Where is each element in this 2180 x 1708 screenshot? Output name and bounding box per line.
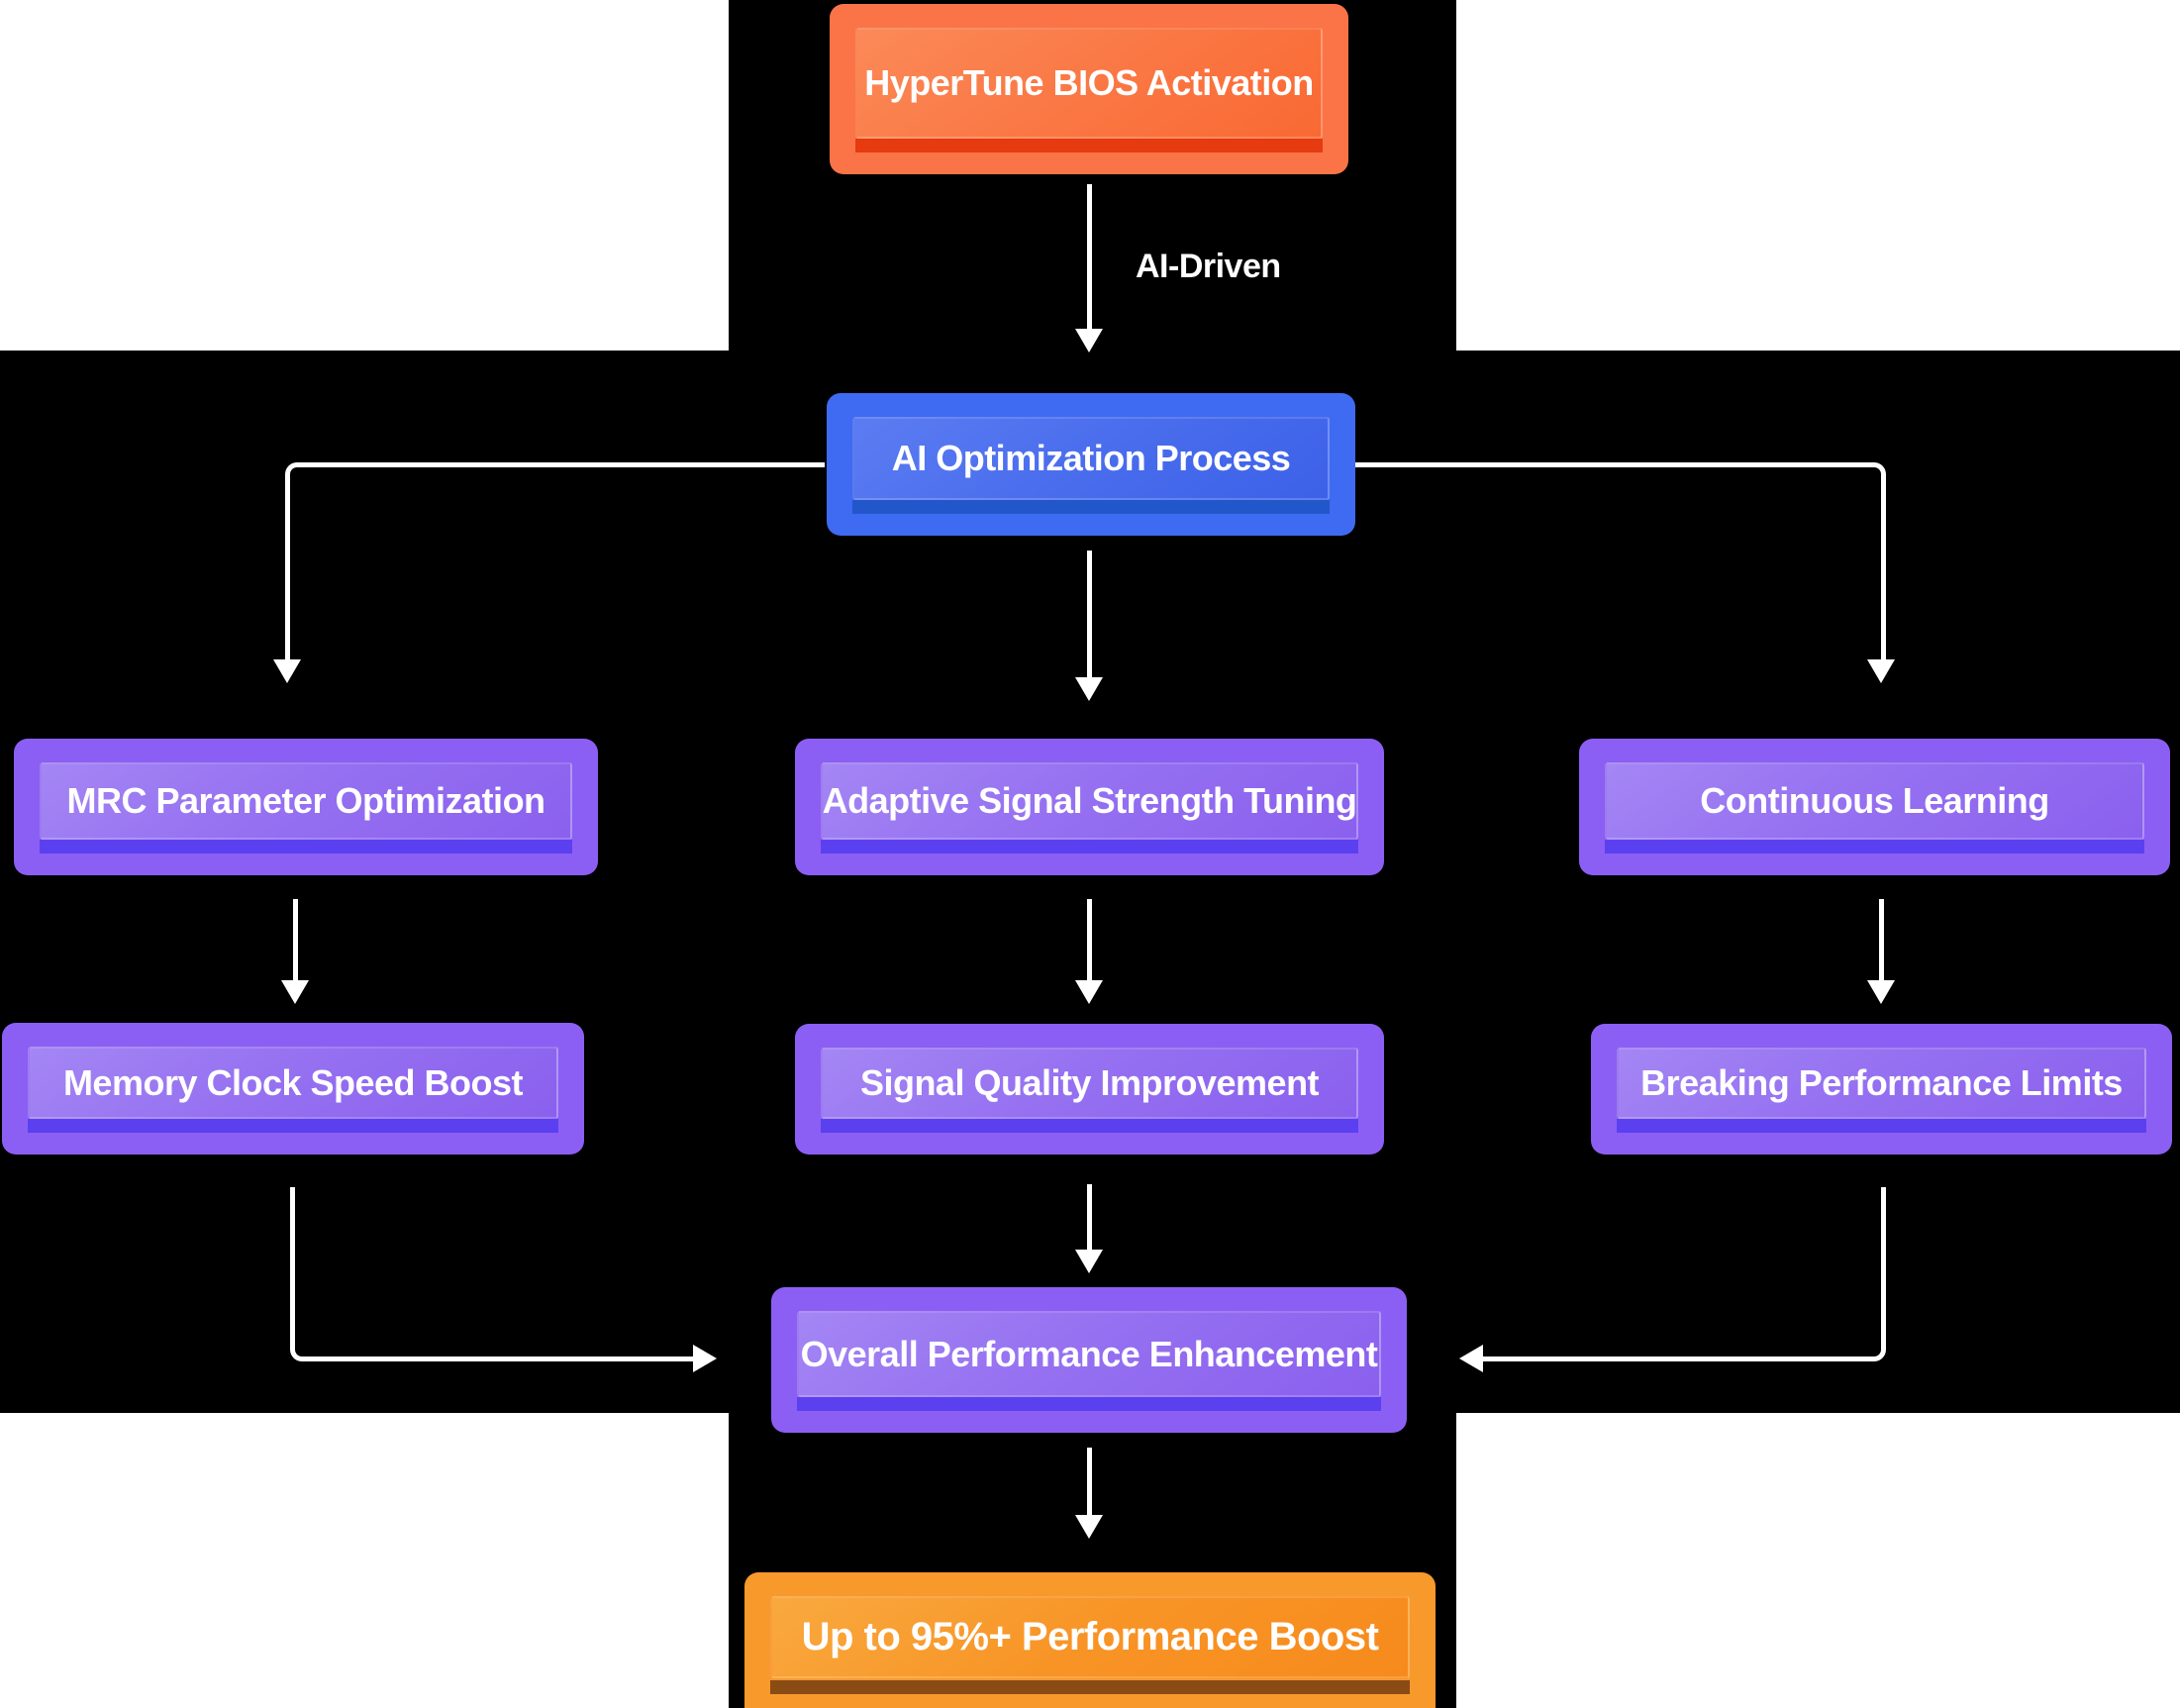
node-label: Breaking Performance Limits <box>1640 1062 2123 1103</box>
node-inner-panel: Overall Performance Enhancement <box>797 1311 1381 1397</box>
arrowhead-down-icon <box>1075 1515 1103 1539</box>
node-label: Up to 95%+ Performance Boost <box>801 1615 1379 1658</box>
node-base-strip <box>40 840 572 854</box>
edge-line-signal-to-overall <box>1087 1184 1092 1250</box>
edge-line-continuous-to-breaking <box>1879 899 1884 980</box>
node-inner-panel: Memory Clock Speed Boost <box>28 1047 558 1119</box>
node-label: Overall Performance Enhancement <box>800 1333 1378 1374</box>
arrowhead-left-icon <box>1459 1345 1483 1372</box>
arrowhead-down-icon <box>1075 980 1103 1004</box>
edge-line-hypertune-to-aiprocess <box>1087 184 1092 329</box>
node-base-strip <box>28 1119 558 1133</box>
arrowhead-right-icon <box>693 1345 717 1372</box>
node-base-strip <box>770 1680 1410 1694</box>
node-hypertune-bios-activation: HyperTune BIOS Activation <box>830 4 1348 174</box>
node-label: Signal Quality Improvement <box>859 1062 1320 1103</box>
node-memory-clock-speed-boost: Memory Clock Speed Boost <box>2 1023 584 1155</box>
edge-line-aiprocess-to-adaptive <box>1087 551 1092 677</box>
node-inner-panel: Adaptive Signal Strength Tuning <box>821 762 1358 840</box>
edge-line-mrc-to-memory <box>293 899 298 980</box>
arrowhead-down-icon <box>281 980 309 1004</box>
node-performance-boost-result: Up to 95%+ Performance Boost <box>744 1572 1436 1708</box>
node-label: Memory Clock Speed Boost <box>62 1061 524 1103</box>
node-ai-optimization-process: AI Optimization Process <box>827 393 1355 536</box>
edge-line-aiprocess-to-continuous <box>1355 462 1886 659</box>
edge-line-overall-to-boost <box>1087 1448 1092 1515</box>
node-base-strip <box>1617 1119 2146 1133</box>
node-adaptive-signal-strength-tuning: Adaptive Signal Strength Tuning <box>795 739 1384 875</box>
node-base-strip <box>1605 840 2144 854</box>
arrowhead-down-icon <box>1867 659 1895 683</box>
node-inner-panel: HyperTune BIOS Activation <box>855 28 1323 139</box>
edge-label-ai-driven: AI-Driven <box>1136 248 1281 285</box>
node-label: Adaptive Signal Strength Tuning <box>822 780 1357 821</box>
node-base-strip <box>821 840 1358 854</box>
edge-line-adaptive-to-signal <box>1087 899 1092 980</box>
node-label: MRC Parameter Optimization <box>66 780 545 821</box>
node-label: AI Optimization Process <box>891 438 1291 478</box>
node-breaking-performance-limits: Breaking Performance Limits <box>1591 1024 2172 1155</box>
node-label: HyperTune BIOS Activation <box>864 62 1314 103</box>
node-base-strip <box>797 1397 1381 1411</box>
node-label: Continuous Learning <box>1700 780 2049 821</box>
node-base-strip <box>821 1119 1358 1133</box>
node-inner-panel: Up to 95%+ Performance Boost <box>770 1596 1410 1678</box>
node-base-strip <box>852 500 1330 514</box>
arrowhead-down-icon <box>273 659 301 683</box>
node-continuous-learning: Continuous Learning <box>1579 739 2170 875</box>
node-mrc-parameter-optimization: MRC Parameter Optimization <box>14 739 598 875</box>
node-inner-panel: Breaking Performance Limits <box>1617 1048 2146 1119</box>
edge-line-aiprocess-to-mrc <box>285 462 825 659</box>
node-signal-quality-improvement: Signal Quality Improvement <box>795 1024 1384 1155</box>
edge-line-memory-to-overall <box>290 1187 698 1361</box>
node-inner-panel: Signal Quality Improvement <box>821 1048 1358 1119</box>
arrowhead-down-icon <box>1075 1250 1103 1273</box>
node-base-strip <box>855 139 1323 152</box>
node-inner-panel: AI Optimization Process <box>852 417 1330 500</box>
node-inner-panel: MRC Parameter Optimization <box>40 762 572 840</box>
node-inner-panel: Continuous Learning <box>1605 762 2144 840</box>
edge-line-breaking-to-overall <box>1483 1187 1886 1361</box>
arrowhead-down-icon <box>1075 329 1103 352</box>
arrowhead-down-icon <box>1075 677 1103 701</box>
node-overall-performance-enhancement: Overall Performance Enhancement <box>771 1287 1407 1433</box>
arrowhead-down-icon <box>1867 980 1895 1004</box>
